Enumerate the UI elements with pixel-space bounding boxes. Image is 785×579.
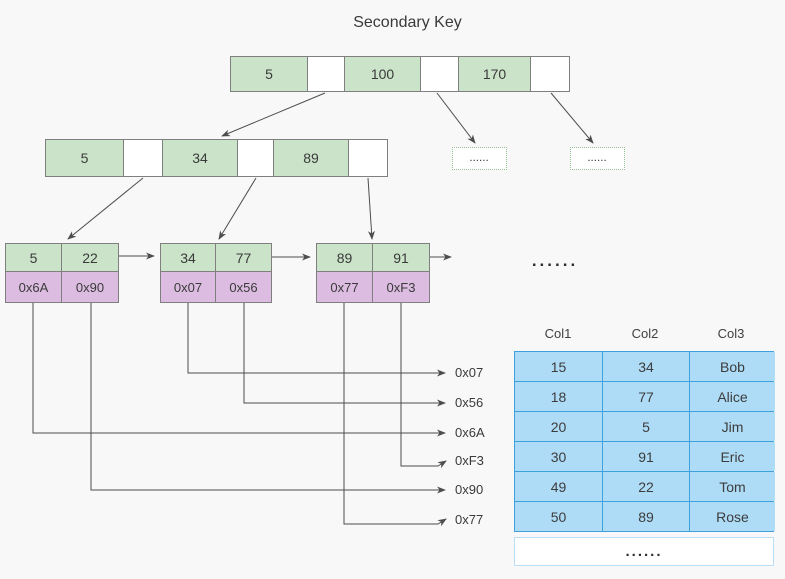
table-cell: 5	[603, 412, 689, 441]
table-cell: Alice	[690, 382, 775, 411]
ellipsis-subtree-box: ......	[452, 147, 507, 170]
connector-0x6A	[32, 303, 446, 437]
arrow-root-to-ellipsis-left	[436, 92, 476, 144]
arrow-root-to-ellipsis-right	[550, 92, 594, 144]
table-header: Col1	[544, 326, 572, 341]
internal-key-cell: 89	[274, 140, 349, 176]
table-cell: 50	[515, 502, 602, 531]
diagram-title: Secondary Key	[353, 14, 462, 31]
leaf-node: 89 91 0x77 0xF3	[316, 243, 430, 303]
internal-pointer-cell	[124, 140, 163, 176]
arrow-internal-to-leaf2	[218, 177, 257, 240]
table-ellipsis-row: ......	[514, 537, 774, 566]
connector-0x90	[90, 303, 446, 494]
root-pointer-cell	[531, 57, 569, 91]
table-cell: 91	[603, 442, 689, 471]
connector-0x77	[343, 303, 447, 527]
internal-node: 5 34 89	[45, 139, 388, 177]
address-label: 0x6A	[455, 425, 485, 440]
leaf-key-cell: 77	[216, 244, 271, 272]
table-cell: 18	[515, 382, 602, 411]
root-key-cell: 170	[459, 57, 531, 91]
root-key-cell: 5	[231, 57, 308, 91]
table-cell: 22	[603, 472, 689, 501]
leaf-address-cell: 0x77	[317, 272, 373, 302]
leaf-address-cell: 0x07	[161, 272, 216, 302]
address-label: 0x90	[455, 482, 484, 497]
leaf-address-cell: 0x90	[62, 272, 118, 302]
table-header: Col2	[631, 326, 659, 341]
table-cell: 77	[603, 382, 689, 411]
leaf-address-cell: 0x6A	[6, 272, 62, 302]
table-cell: Jim	[690, 412, 775, 441]
leaf-key-cell: 5	[6, 244, 62, 272]
data-table: 15 34 Bob 18 77 Alice 20 5 Jim 30 91 Eri…	[514, 351, 775, 532]
internal-pointer-cell	[349, 140, 387, 176]
internal-pointer-cell	[238, 140, 274, 176]
address-label: 0x07	[455, 365, 484, 380]
table-header: Col3	[717, 326, 745, 341]
internal-key-cell: 5	[46, 140, 124, 176]
address-label: 0x56	[455, 395, 484, 410]
arrow-internal-to-leaf3	[367, 177, 375, 240]
table-cell: 15	[515, 352, 602, 381]
root-pointer-cell	[308, 57, 345, 91]
table-cell: Tom	[690, 472, 775, 501]
root-pointer-cell	[421, 57, 459, 91]
internal-key-cell: 34	[163, 140, 238, 176]
root-key-cell: 100	[345, 57, 421, 91]
ellipsis-subtree-box: ......	[570, 147, 625, 170]
root-node: 5 100 170	[230, 56, 570, 92]
leaf-key-cell: 34	[161, 244, 216, 272]
table-cell: 49	[515, 472, 602, 501]
table-cell: 89	[603, 502, 689, 531]
table-cell: Eric	[690, 442, 775, 471]
leaf-node: 34 77 0x07 0x56	[160, 243, 272, 303]
arrow-internal-to-leaf1	[67, 177, 144, 240]
address-label: 0x77	[455, 512, 484, 527]
leaf-address-cell: 0x56	[216, 272, 271, 302]
leaf-key-cell: 89	[317, 244, 373, 272]
connector-0xF3	[400, 303, 447, 469]
leaf-node: 5 22 0x6A 0x90	[5, 243, 119, 303]
connector-0x56	[243, 303, 446, 407]
address-label: 0xF3	[455, 453, 484, 468]
leaf-key-cell: 22	[62, 244, 118, 272]
arrow-root-to-internal	[221, 92, 326, 137]
table-cell: Bob	[690, 352, 775, 381]
table-cell: 30	[515, 442, 602, 471]
table-cell: 34	[603, 352, 689, 381]
table-cell: 20	[515, 412, 602, 441]
leaf-address-cell: 0xF3	[373, 272, 429, 302]
connector-0x07	[187, 303, 446, 377]
leaf-key-cell: 91	[373, 244, 429, 272]
leaf-chain-ellipsis: ......	[531, 251, 579, 270]
table-headers: Col1 Col2 Col3	[514, 324, 774, 344]
table-cell: Rose	[690, 502, 775, 531]
